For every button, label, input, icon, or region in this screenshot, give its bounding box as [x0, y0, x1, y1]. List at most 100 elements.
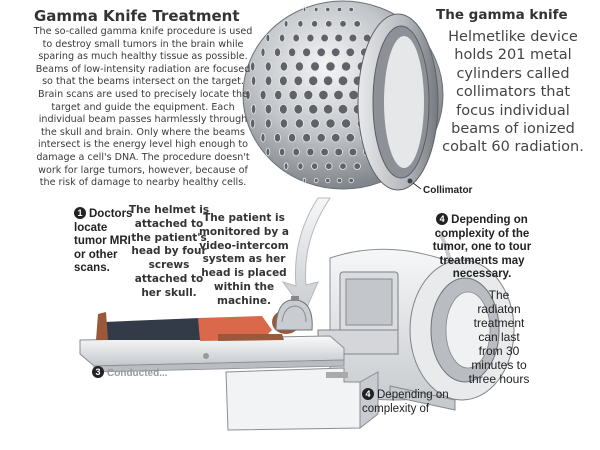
collimator-hole	[322, 103, 334, 115]
collimator-hole	[316, 132, 326, 143]
collimator-hole	[292, 33, 300, 43]
collimator-hole	[320, 147, 329, 157]
collimator-hole	[288, 89, 298, 101]
collimator-hole	[279, 118, 288, 129]
collimator-hole	[273, 47, 281, 58]
step-number-badge: 1	[74, 207, 86, 219]
collimator-hole	[264, 118, 272, 129]
collimator-hole	[341, 61, 352, 72]
collimator-hole	[310, 118, 320, 129]
collimator-hole	[345, 47, 356, 58]
collimator-hole	[264, 75, 273, 87]
collimator-hole	[250, 118, 256, 129]
curved-arrow	[281, 197, 331, 313]
collimator-hole	[302, 6, 307, 13]
collimator-hole	[279, 75, 288, 87]
collimator-hole	[325, 177, 331, 184]
collimator-hole	[251, 103, 257, 115]
collimator-hole	[334, 147, 344, 157]
collimator-hole	[331, 47, 341, 58]
collimator-holes	[245, 6, 378, 184]
collimator-hole	[293, 75, 304, 87]
callout-duration: The radiaton treatment can last from 30 …	[468, 288, 530, 386]
collimator-pointer	[412, 182, 422, 190]
collimator-hole	[320, 33, 329, 43]
collimator-hole	[264, 61, 272, 72]
collimator-hole	[297, 20, 304, 28]
collimator-hole	[288, 132, 297, 143]
collimator-hole	[345, 132, 356, 143]
collimator-hole	[250, 61, 256, 72]
collimator-helmet	[242, 0, 444, 191]
collimator-hole	[325, 6, 331, 13]
collimator-hole	[293, 103, 304, 115]
collimator-hole	[265, 33, 271, 43]
collimator-hole	[348, 33, 358, 43]
collimator-hole	[310, 61, 320, 72]
collimator-hole	[278, 147, 286, 157]
collimator-hole	[348, 6, 354, 13]
collimator-hole	[278, 33, 286, 43]
collimator-hole	[265, 147, 271, 157]
collimator-hole	[303, 89, 314, 101]
step-number-badge: 3	[92, 366, 104, 378]
collimator-hole	[313, 177, 319, 184]
patient	[96, 310, 300, 341]
collimator-hole	[316, 47, 326, 58]
collimator-hole	[341, 118, 352, 129]
collimator-hole	[325, 118, 336, 129]
collimator-hole	[308, 75, 319, 87]
collimator-hole	[260, 47, 266, 58]
collimator-hole	[283, 20, 289, 28]
collimator-hole	[311, 162, 319, 170]
collimator-hole	[325, 61, 336, 72]
treatment-table	[79, 335, 379, 431]
collimator-hole	[302, 47, 312, 58]
collimator-hole	[318, 89, 329, 101]
collimator-hole	[294, 61, 304, 72]
collimator-hole	[353, 162, 361, 170]
collimator-hole	[348, 89, 359, 101]
collimator-hole	[297, 162, 304, 170]
collimator-hole	[259, 89, 267, 101]
collimator-hole	[288, 47, 297, 58]
callout-monitoring: The patient is monitored by a video-inte…	[198, 212, 290, 307]
collimator-hole	[306, 33, 315, 43]
collimator-hole	[331, 132, 341, 143]
callout-helmet-attach: The helmet is attached to the patient's …	[128, 204, 210, 299]
collimator-hole	[283, 162, 289, 170]
head-frame	[275, 296, 313, 331]
collimator-hole	[353, 20, 361, 28]
collimator-hole	[322, 75, 334, 87]
collimator-hole	[274, 89, 283, 101]
collimator-hole	[336, 6, 343, 13]
collimator-hole	[348, 177, 354, 184]
collimator-hole	[264, 103, 273, 115]
collimator-hole	[311, 20, 319, 28]
step-text: Doctors locate tumor MRI or other scans.	[74, 208, 133, 274]
helmet-title: The gamma knife	[436, 7, 568, 23]
gamma-knife-machine	[317, 248, 515, 411]
collimator-hole	[313, 6, 319, 13]
collimator-hole	[337, 103, 349, 115]
collimator-hole	[260, 132, 266, 143]
step-number-badge: 4	[436, 213, 449, 225]
collimator-hole	[279, 61, 288, 72]
collimator-hole	[273, 132, 281, 143]
collimator-hole	[279, 103, 288, 115]
page-title: Gamma Knife Treatment	[34, 7, 240, 25]
collimator-hole	[348, 147, 358, 157]
collimator-hole	[302, 177, 307, 184]
collimator-hole	[251, 75, 257, 87]
collimator-hole	[308, 103, 319, 115]
collimator-hole	[336, 177, 343, 184]
collimator-label: Collimator	[423, 185, 473, 196]
step-text: Conducted...	[107, 368, 168, 379]
collimator-hole	[333, 89, 344, 101]
collimator-hole	[245, 89, 251, 101]
collimator-hole	[292, 147, 300, 157]
